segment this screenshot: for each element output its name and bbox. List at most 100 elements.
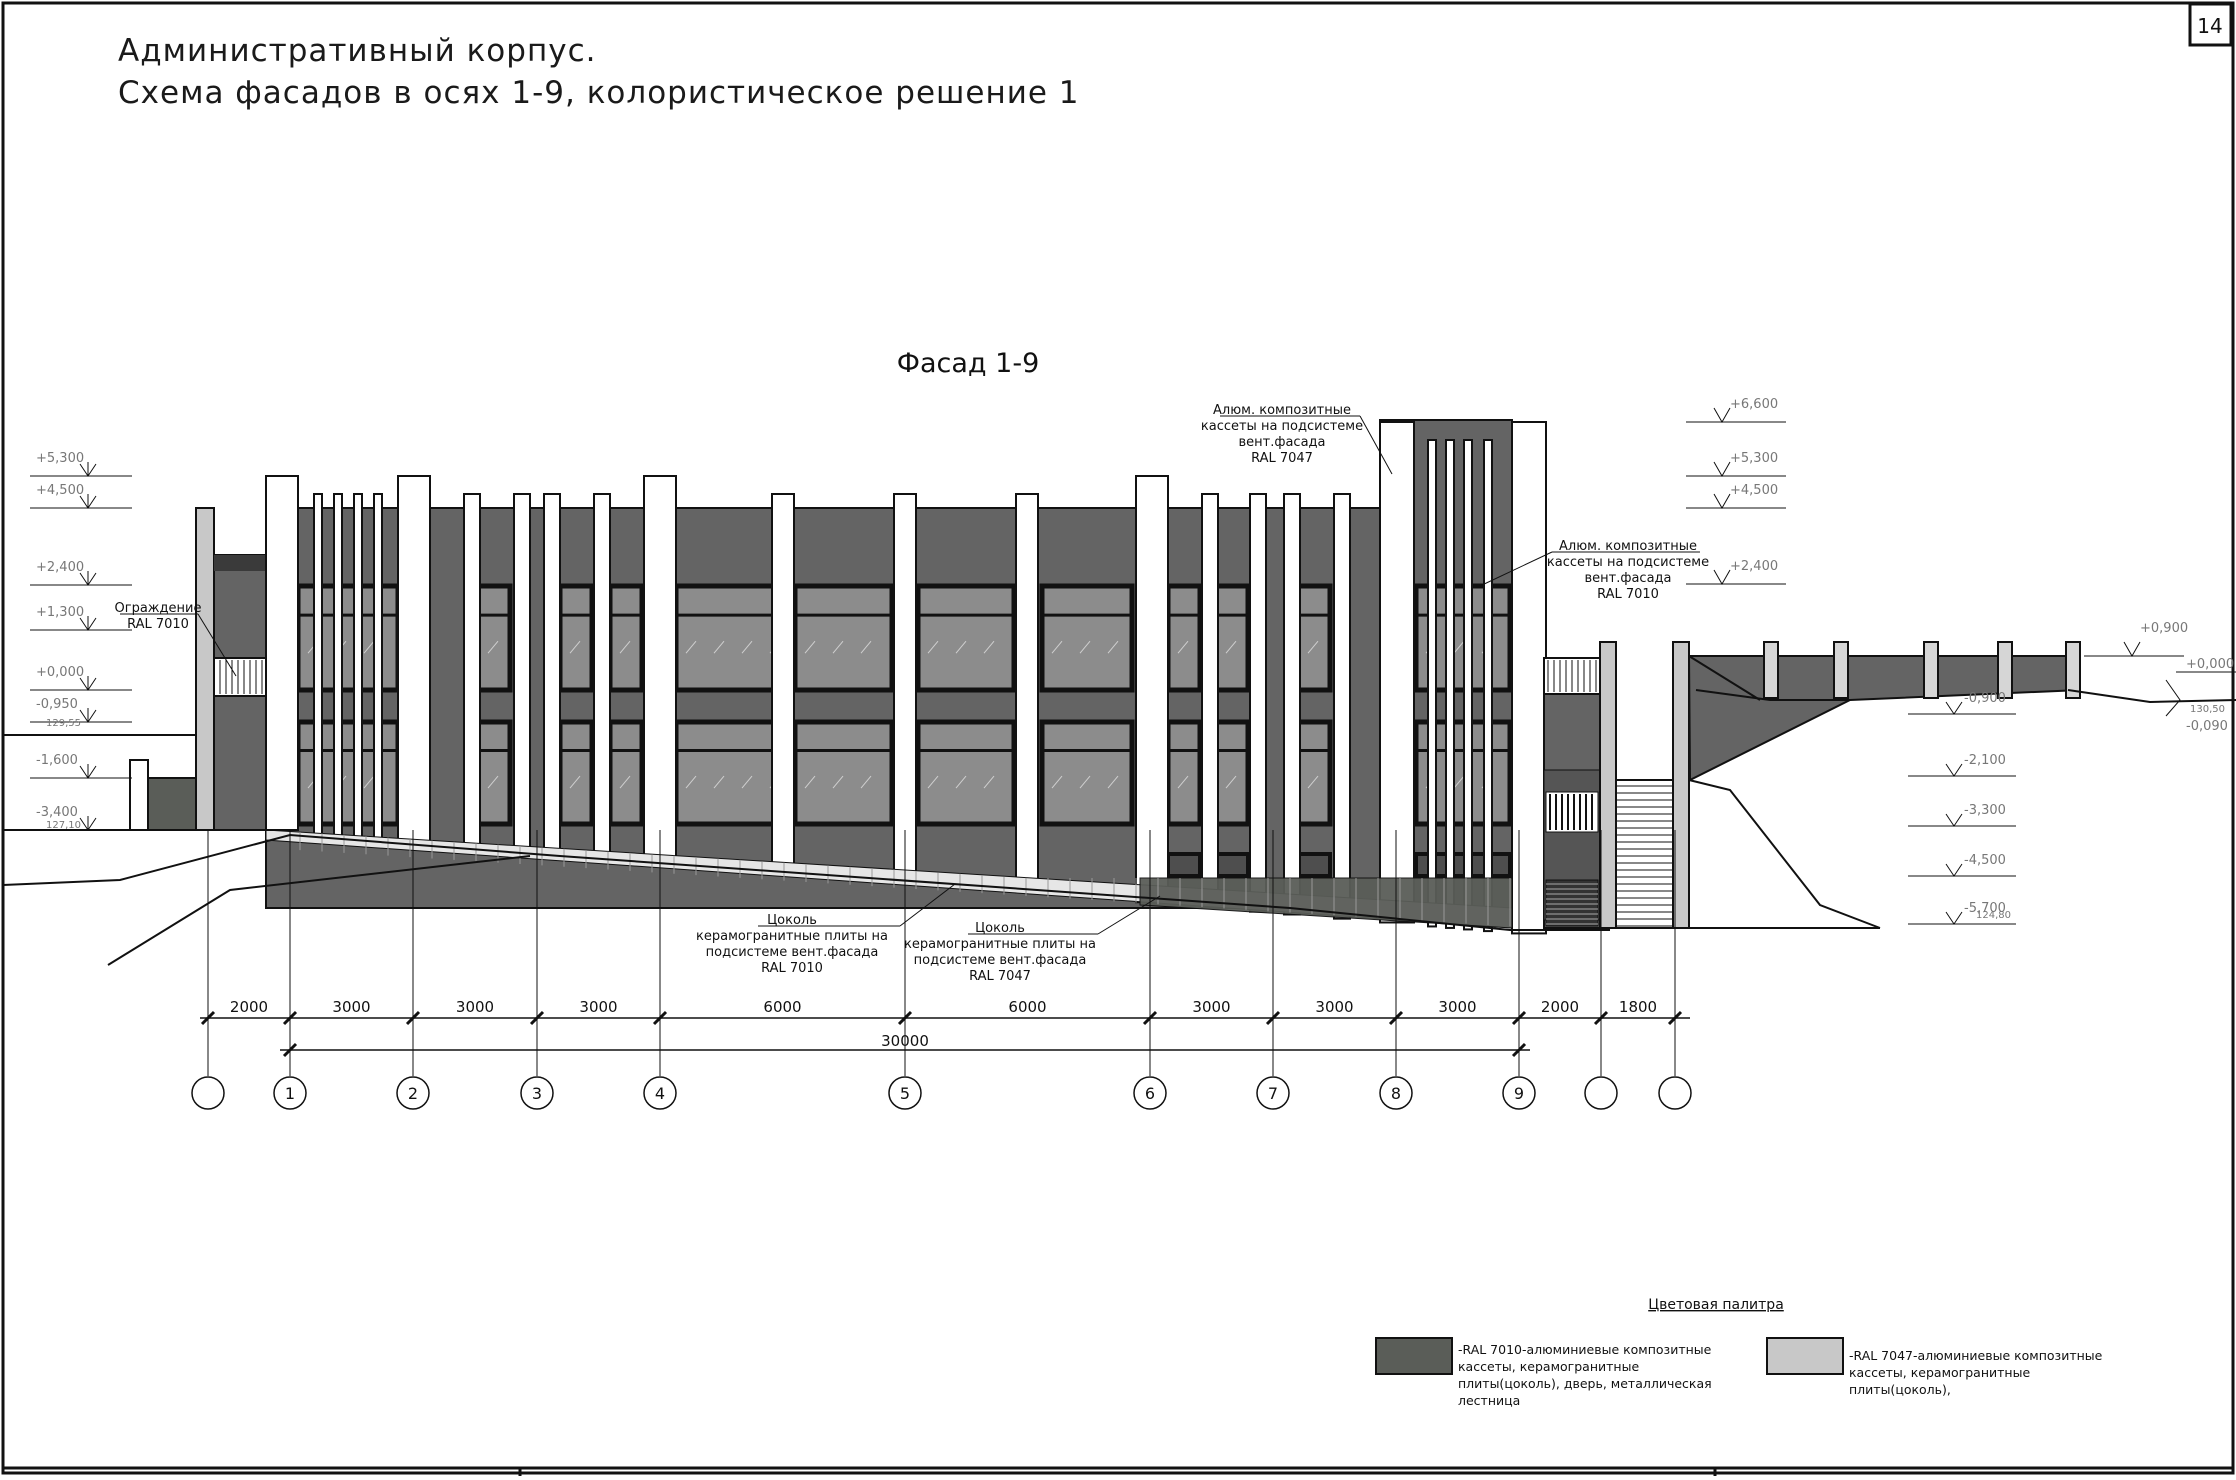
pilaster (397, 475, 431, 842)
pilaster (353, 493, 363, 839)
level-label: +4,500 (1730, 483, 1778, 498)
axis-bubble (888, 1076, 922, 1110)
axis-label: 3 (532, 1084, 542, 1103)
window (607, 583, 645, 693)
axis-label: 9 (1514, 1084, 1524, 1103)
callout-plinth-right: Цоколь (975, 921, 1025, 936)
level-label: +0,000 (36, 665, 84, 680)
pilaster (1427, 439, 1437, 928)
level-absolute: 129,55 (46, 718, 81, 729)
level-label: -3,400 (36, 805, 78, 820)
callout-alum-right: вент.фасада (1584, 571, 1671, 586)
callout-alum-right: RAL 7010 (1597, 587, 1659, 602)
window (1213, 719, 1251, 827)
level-label: -2,100 (1964, 753, 2006, 768)
dimension-value: 6000 (1008, 998, 1046, 1016)
legend-item1-line2: кассеты, керамогранитные (1458, 1359, 1639, 1374)
facade-title: Фасад 1-9 (897, 348, 1040, 379)
axis-label: 5 (900, 1084, 910, 1103)
window (915, 719, 1017, 827)
dimension-total: 30000 (881, 1032, 929, 1050)
axis-bubble (273, 1076, 307, 1110)
ground-lines (2, 655, 2236, 966)
level-label: +5,300 (36, 451, 84, 466)
retaining-post (2065, 641, 2081, 699)
pilaster (1483, 439, 1493, 933)
window (557, 583, 595, 693)
callout-fence: RAL 7010 (127, 617, 189, 632)
annex-stair (1543, 657, 1674, 929)
pilaster (313, 493, 323, 835)
level-label: -5,700 (1964, 901, 2006, 916)
window (557, 719, 595, 827)
legend-item1-line4: лестница (1458, 1393, 1520, 1408)
building-elevation (129, 419, 2081, 935)
window (1296, 852, 1332, 878)
window (1165, 583, 1203, 693)
level-label: -0,900 (1964, 691, 2006, 706)
level-label: -3,300 (1964, 803, 2006, 818)
axis-bubble (396, 1076, 430, 1110)
axis-bubble (520, 1076, 554, 1110)
level-label: +0,000 (2186, 657, 2234, 672)
level-label: +4,500 (36, 483, 84, 498)
legend-item2-line3: плиты(цоколь), (1849, 1382, 1951, 1397)
dimension-value: 3000 (332, 998, 370, 1016)
window (1166, 852, 1202, 878)
pilaster (1379, 421, 1415, 924)
pilaster (1463, 439, 1473, 931)
axis-bubble (1658, 1076, 1692, 1110)
axis-bubble (643, 1076, 677, 1110)
level-label: -1,600 (36, 753, 78, 768)
pilaster (1135, 475, 1169, 904)
legend-swatch-ral7047 (1766, 1337, 1844, 1375)
level-label: +6,600 (1730, 397, 1778, 412)
legend-item2-line1: -RAL 7047-алюминиевые композитные (1849, 1348, 2103, 1363)
callout-alum-top: RAL 7047 (1251, 451, 1313, 466)
callout-plinth-left: Цоколь (767, 913, 817, 928)
callout-plinth-left: подсистеме вент.фасада (706, 945, 879, 960)
window (1165, 719, 1203, 827)
dimension-value: 2000 (1541, 998, 1579, 1016)
legend-title: Цветовая палитра (1648, 1297, 1784, 1313)
axis-bubble (1379, 1076, 1413, 1110)
page-number-box (2188, 2, 2233, 47)
dimension-value: 3000 (1192, 998, 1230, 1016)
dimension-value: 3000 (1315, 998, 1353, 1016)
window (1295, 583, 1333, 693)
callout-plinth-right: керамогранитные плиты на (904, 937, 1096, 952)
retaining-post (1763, 641, 1779, 699)
pilaster (643, 475, 677, 863)
dimension-value: 1800 (1619, 998, 1657, 1016)
pilaster (593, 493, 611, 859)
window (1039, 719, 1135, 827)
level-absolute: 130,50 (2190, 704, 2225, 715)
axis-bubble (1256, 1076, 1290, 1110)
legend-item1-line3: плиты(цоколь), дверь, металлическая (1458, 1376, 1712, 1391)
callout-alum-right: Алюм. композитные (1559, 539, 1697, 554)
sheet-title-line-1: Административный корпус. (118, 33, 597, 69)
callout-plinth-left: керамогранитные плиты на (696, 929, 888, 944)
level-absolute: 124,80 (1976, 910, 2011, 921)
pilaster (1333, 493, 1351, 920)
callout-plinth-right: RAL 7047 (969, 969, 1031, 984)
axis-label: 7 (1268, 1084, 1278, 1103)
level-label: +5,300 (1730, 451, 1778, 466)
axis-label: 2 (408, 1084, 418, 1103)
callout-fence: Ограждение (115, 601, 202, 616)
pilaster (265, 475, 299, 831)
fence-railing (213, 657, 267, 697)
callout-alum-top: кассеты на подсистеме (1201, 419, 1363, 434)
level-absolute: 127,10 (46, 820, 81, 831)
window (1295, 719, 1333, 827)
pilaster (1015, 493, 1039, 894)
dimension-value: 6000 (763, 998, 801, 1016)
pilaster (1511, 421, 1547, 935)
legend-item1-line1: -RAL 7010-алюминиевые композитные (1458, 1342, 1712, 1357)
color-legend: Цветовая палитра -RAL 7010-алюминиевые к… (1375, 1297, 2103, 1408)
